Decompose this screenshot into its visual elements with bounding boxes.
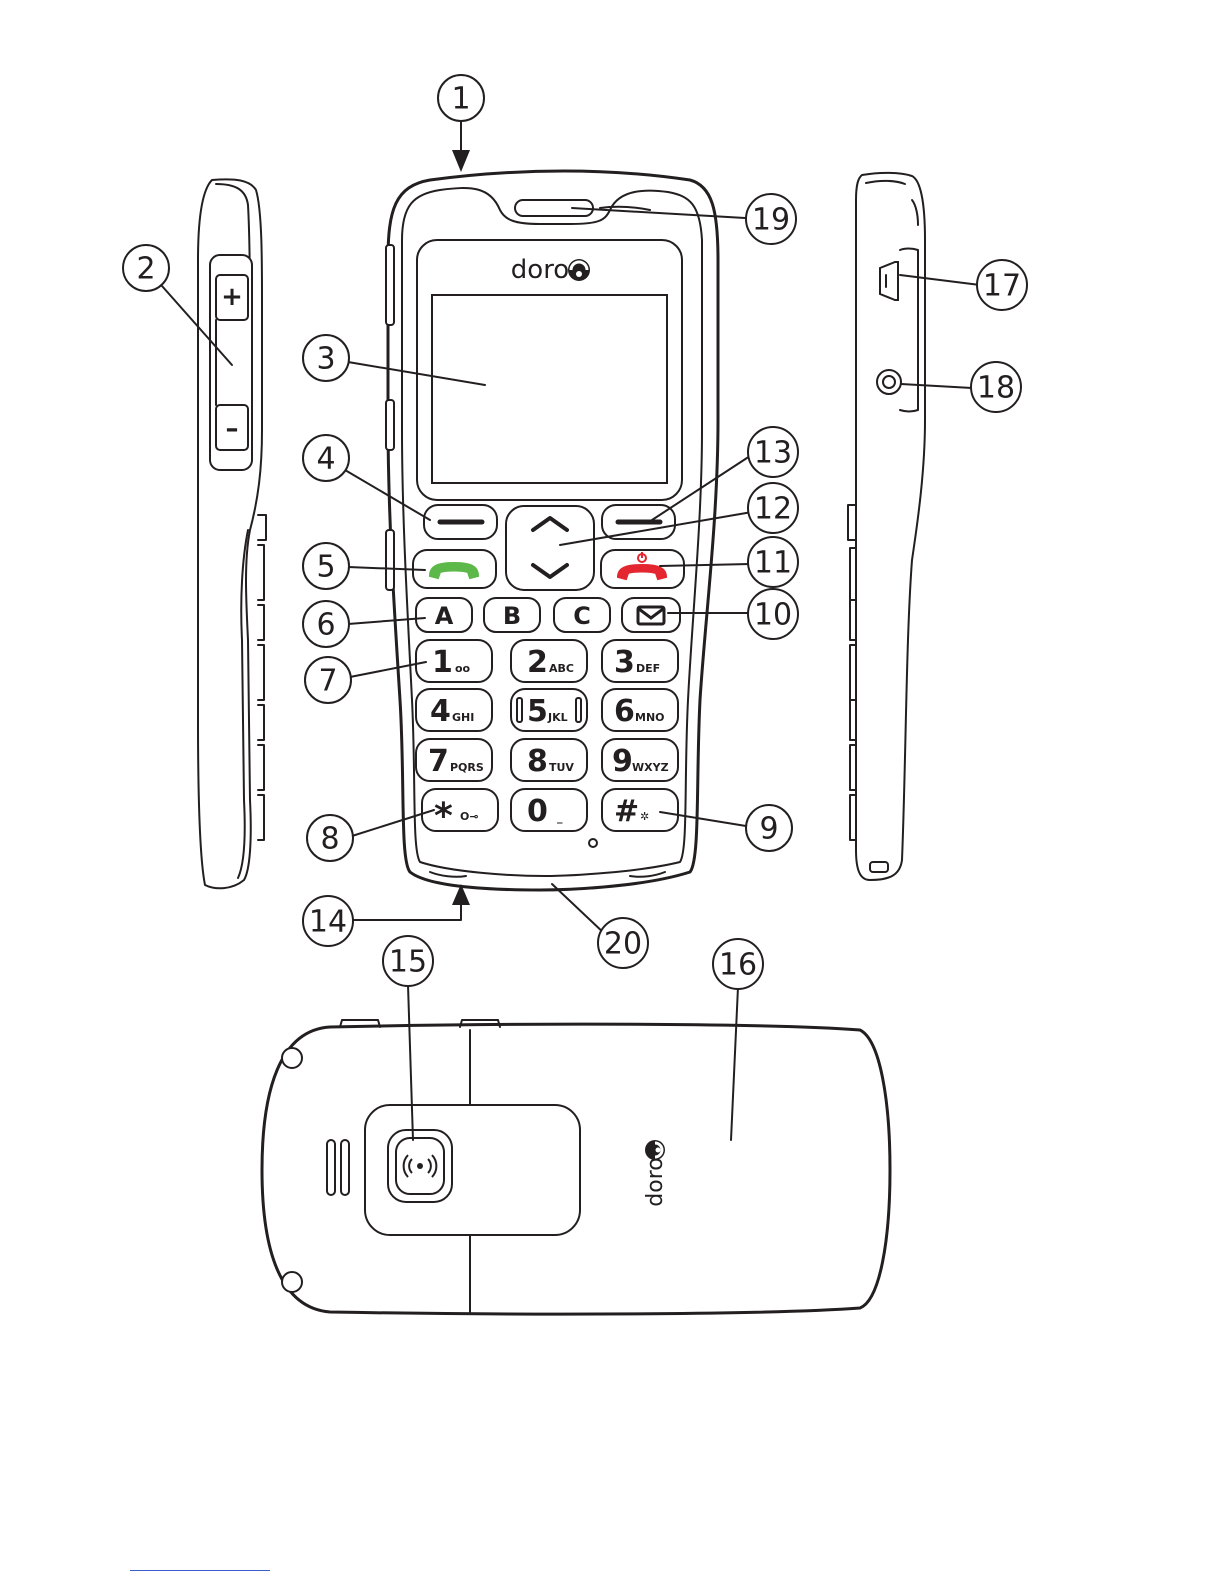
key-1-main: 1	[432, 645, 453, 680]
key-7[interactable]: 7 PQRS	[416, 739, 492, 781]
front-view: doro A B C	[386, 171, 718, 890]
callout-3: 3	[303, 335, 349, 381]
callout-7: 7	[305, 657, 351, 703]
key-5-sub: JKL	[547, 711, 568, 724]
volume-up-label: +	[221, 282, 243, 312]
right-side-view	[848, 173, 925, 880]
callout-1: 1	[438, 75, 484, 121]
display	[432, 295, 667, 483]
svg-text:13: 13	[754, 436, 792, 471]
footer-underline	[130, 1570, 270, 1571]
key-1-sub: oo	[455, 662, 471, 675]
key-9-main: 9	[612, 744, 633, 779]
back-view: doro	[262, 1020, 890, 1314]
key-9-sub: WXYZ	[632, 761, 669, 774]
key-6-sub: MNO	[635, 711, 665, 724]
front-brand-logo: doro	[511, 255, 569, 285]
usb-port	[880, 262, 898, 300]
key-star-main: *	[434, 796, 453, 837]
svg-text:16: 16	[719, 948, 757, 983]
key-2-sub: ABC	[549, 662, 574, 675]
callout-9: 9	[746, 805, 792, 851]
message-key[interactable]	[622, 598, 680, 632]
svg-text:7: 7	[318, 664, 337, 699]
key-9[interactable]: 9 WXYZ	[602, 739, 678, 781]
svg-text:1: 1	[451, 82, 470, 117]
key-star-sub: O⊸	[460, 810, 479, 823]
key-8-sub: TUV	[549, 761, 574, 774]
left-side-view: + –	[198, 179, 266, 888]
svg-text:3: 3	[316, 342, 335, 377]
callout-5: 5	[303, 543, 349, 589]
svg-text:20: 20	[604, 927, 642, 962]
key-0-main: 0	[527, 794, 548, 829]
headset-jack	[877, 370, 901, 394]
callout-12: 12	[748, 483, 798, 533]
callout-11: 11	[748, 537, 798, 587]
callout-17: 17	[977, 260, 1027, 310]
callout-8: 8	[307, 815, 353, 861]
key-6[interactable]: 6 MNO	[602, 689, 678, 731]
svg-text:4: 4	[316, 442, 335, 477]
callout-16: 16	[713, 939, 763, 989]
key-8[interactable]: 8 TUV	[511, 739, 587, 781]
key-7-main: 7	[428, 744, 449, 779]
doro-logo-icon	[568, 259, 590, 281]
svg-text:14: 14	[309, 905, 347, 940]
svg-text:15: 15	[389, 945, 427, 980]
key-3-main: 3	[614, 645, 635, 680]
svg-text:6: 6	[316, 608, 335, 643]
key-5[interactable]: 5 JKL	[511, 689, 587, 731]
key-0-sub: _	[557, 811, 563, 824]
callout-18: 18	[971, 362, 1021, 412]
key-a-label: A	[435, 602, 454, 630]
svg-text:19: 19	[752, 203, 790, 238]
key-4-main: 4	[430, 694, 451, 729]
key-1[interactable]: 1 oo	[416, 640, 492, 682]
callout-2: 2	[123, 245, 169, 291]
key-b-label: B	[503, 602, 521, 630]
svg-text:17: 17	[983, 269, 1021, 304]
key-8-main: 8	[527, 744, 548, 779]
key-6-main: 6	[614, 694, 635, 729]
key-2[interactable]: 2 ABC	[511, 640, 587, 682]
callout-15: 15	[383, 936, 433, 986]
svg-text:8: 8	[320, 822, 339, 857]
callout-14: 14	[303, 896, 353, 946]
key-5-main: 5	[527, 694, 548, 729]
key-0[interactable]: 0 _	[511, 789, 587, 831]
svg-text:18: 18	[977, 371, 1015, 406]
key-hash-sub: ✲	[640, 810, 649, 823]
key-hash-main: #	[614, 794, 639, 829]
back-brand-logo: doro	[643, 1157, 668, 1206]
key-3[interactable]: 3 DEF	[602, 640, 678, 682]
svg-text:5: 5	[316, 550, 335, 585]
key-3-sub: DEF	[636, 662, 660, 675]
svg-text:12: 12	[754, 492, 792, 527]
key-7-sub: PQRS	[450, 761, 484, 774]
key-star[interactable]: * O⊸	[422, 789, 498, 837]
key-2-main: 2	[527, 645, 548, 680]
key-4-sub: GHI	[452, 711, 474, 724]
back-doro-logo-icon	[645, 1140, 665, 1160]
key-4[interactable]: 4 GHI	[416, 689, 492, 731]
microphone	[589, 839, 597, 847]
callout-10: 10	[748, 589, 798, 639]
svg-text:9: 9	[759, 812, 778, 847]
svg-text:10: 10	[754, 598, 792, 633]
callout-20: 20	[598, 918, 648, 968]
svg-text:11: 11	[754, 546, 792, 581]
key-c-label: C	[573, 602, 591, 630]
callout-4: 4	[303, 435, 349, 481]
callout-6: 6	[303, 601, 349, 647]
key-hash[interactable]: # ✲	[602, 789, 678, 831]
callout-13: 13	[748, 427, 798, 477]
volume-down-label: –	[226, 414, 239, 444]
svg-text:2: 2	[136, 252, 155, 287]
callout-19: 19	[746, 194, 796, 244]
